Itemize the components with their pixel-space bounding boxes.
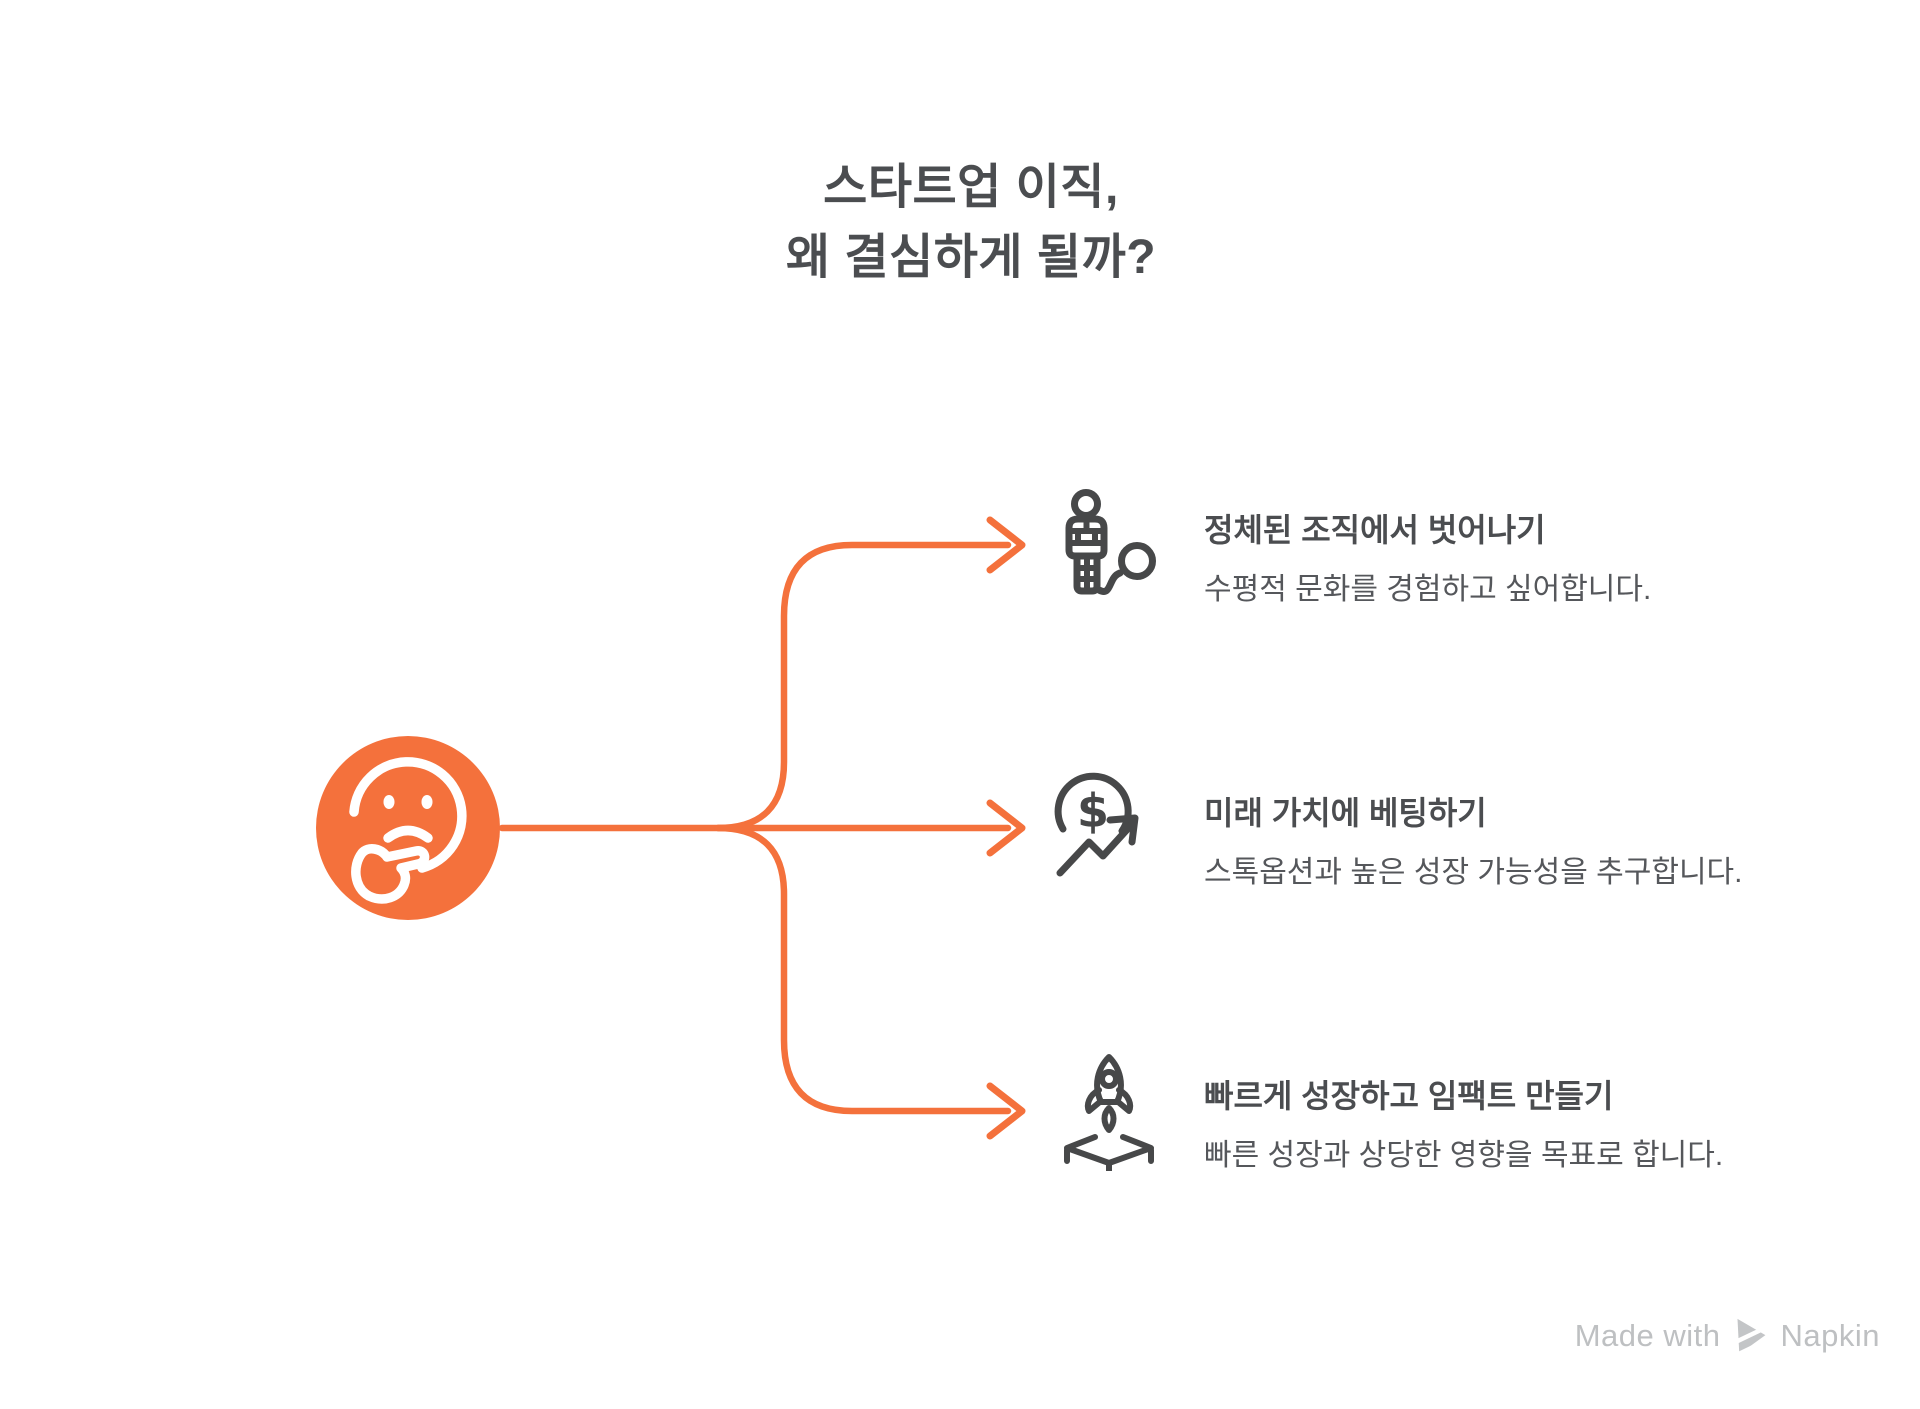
branch-line-bottom	[714, 824, 1012, 1115]
branch-title: 빠르게 성장하고 임팩트 만들기	[1204, 1078, 1614, 1114]
watermark-prefix: Made with	[1574, 1318, 1721, 1353]
thinking-face-icon	[349, 757, 467, 904]
watermark[interactable]: Made with Napkin	[1575, 1316, 1880, 1356]
rocket-launch-icon	[1050, 1053, 1168, 1171]
page-title-line1: 스타트업 이직,	[823, 161, 1119, 214]
arrowhead-icon	[986, 1082, 1026, 1140]
branch-text-block: 미래 가치에 베팅하기 스톡옵션과 높은 성장 가능성을 추구합니다.	[1204, 795, 1742, 890]
branch-line-top	[714, 541, 1012, 832]
arrowhead-icon	[986, 799, 1026, 857]
napkin-logo-icon	[1732, 1318, 1769, 1356]
branch-description: 스톡옵션과 높은 성장 가능성을 추구합니다.	[1204, 856, 1743, 889]
arrowhead-icon	[986, 516, 1026, 574]
svg-text:$: $	[1077, 784, 1109, 838]
branch-item: 정체된 조직에서 벗어나기 수평적 문화를 경험하고 싶어합니다.	[1050, 487, 1651, 607]
branch-title: 미래 가치에 베팅하기	[1204, 795, 1487, 831]
branch-text-block: 정체된 조직에서 벗어나기 수평적 문화를 경험하고 싶어합니다.	[1204, 512, 1651, 607]
branch-item: $ 미래 가치에 베팅하기 스톡옵션과 높은 성장 가능성을 추구합니다.	[1050, 770, 1742, 890]
dollar-growth-icon: $	[1050, 770, 1168, 888]
branch-description: 빠른 성장과 상당한 영향을 목표로 합니다.	[1204, 1139, 1724, 1172]
branch-item: 빠르게 성장하고 임팩트 만들기 빠른 성장과 상당한 영향을 목표로 합니다.	[1050, 1053, 1723, 1173]
branch-description: 수평적 문화를 경험하고 싶어합니다.	[1204, 573, 1652, 606]
thinking-face-node	[316, 736, 500, 920]
watermark-brand: Napkin	[1780, 1318, 1880, 1353]
branch-title: 정체된 조직에서 벗어나기	[1204, 512, 1546, 548]
branch-text-block: 빠르게 성장하고 임팩트 만들기 빠른 성장과 상당한 영향을 목표로 합니다.	[1204, 1078, 1723, 1173]
page-title-line2: 왜 결심하게 될까?	[785, 231, 1157, 284]
page-title: 스타트업 이직, 왜 결심하게 될까?	[11, 153, 1920, 293]
person-ball-chain-icon	[1050, 487, 1168, 605]
